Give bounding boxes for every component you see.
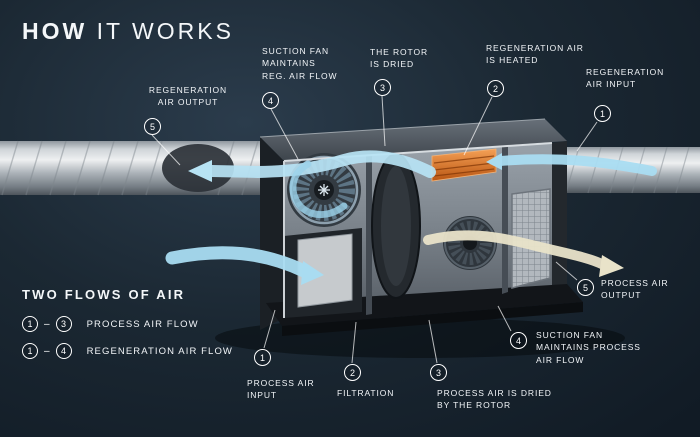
legend-badge-1: 1 [22, 316, 38, 332]
callout-badge-4-process-fan: 4 [510, 332, 527, 349]
callout-badge-2-air-heated: 2 [487, 80, 504, 97]
callout-badge-1-regen-input: 1 [594, 105, 611, 122]
air-flows [165, 150, 657, 285]
legend-badge-3: 3 [55, 316, 72, 332]
callout-badge-4-regen-fan: 4 [262, 92, 279, 109]
callout-label-process-air-dried: PROCESS AIR IS DRIED BY THE ROTOR [437, 388, 552, 411]
process-fan-graphic [443, 216, 497, 270]
legend-title: TWO FLOWS OF AIR [22, 287, 186, 302]
process-output-flow-arrow [423, 230, 609, 270]
callout-label-regeneration-air-output: REGENERATION AIR OUTPUT [148, 85, 228, 108]
legend-dash-2: – [44, 345, 50, 357]
legend-row-process: 1 – 3 PROCESS AIR FLOW [22, 316, 233, 332]
callout-badge-5-process-output: 5 [577, 279, 594, 296]
rotor-graphic [371, 153, 421, 299]
intake-filter-box [297, 233, 353, 308]
legend-badge-4: 4 [55, 343, 72, 359]
callout-label-regen-air-heated: REGENERATION AIR IS HEATED [486, 43, 584, 66]
outlet-filter-graphic [511, 188, 551, 289]
title-bold: HOW [22, 18, 88, 44]
leader-lines [151, 95, 598, 364]
regen-input-flow-arrow [495, 154, 657, 176]
callout-label-suction-fan-process: SUCTION FAN MAINTAINS PROCESS AIR FLOW [536, 330, 641, 365]
callout-badge-2-filtration: 2 [344, 364, 361, 381]
title-light: IT WORKS [87, 18, 234, 44]
legend-badge-1b: 1 [22, 343, 38, 359]
callout-badge-3-rotor-dried: 3 [374, 79, 391, 96]
legend-label-regeneration: REGENERATION AIR FLOW [86, 345, 233, 357]
callout-label-process-air-output: PROCESS AIR OUTPUT [601, 278, 669, 301]
callout-badge-5-regen-output: 5 [144, 118, 161, 135]
legend-row-regeneration: 1 – 4 REGENERATION AIR FLOW [22, 343, 233, 359]
callout-label-suction-fan-reg: SUCTION FAN MAINTAINS REG. AIR FLOW [262, 46, 338, 81]
legend-label-process: PROCESS AIR FLOW [86, 318, 199, 330]
legend: TWO FLOWS OF AIR 1 – 3 PROCESS AIR FLOW … [22, 287, 233, 359]
callout-label-process-air-input: PROCESS AIR INPUT [247, 378, 315, 401]
callout-badge-3-process-dried: 3 [430, 364, 447, 381]
callout-label-filtration: FILTRATION [337, 388, 395, 398]
page-title: HOW IT WORKS [22, 18, 234, 45]
callout-badge-1-process-input: 1 [254, 349, 271, 366]
process-input-flow-arrow [165, 246, 311, 278]
callout-label-rotor-dried: THE ROTOR IS DRIED [370, 47, 429, 70]
regen-output-flow-arrow [206, 150, 436, 179]
legend-dash: – [44, 318, 50, 330]
callout-label-regen-air-input: REGENERATION AIR INPUT [586, 67, 665, 90]
